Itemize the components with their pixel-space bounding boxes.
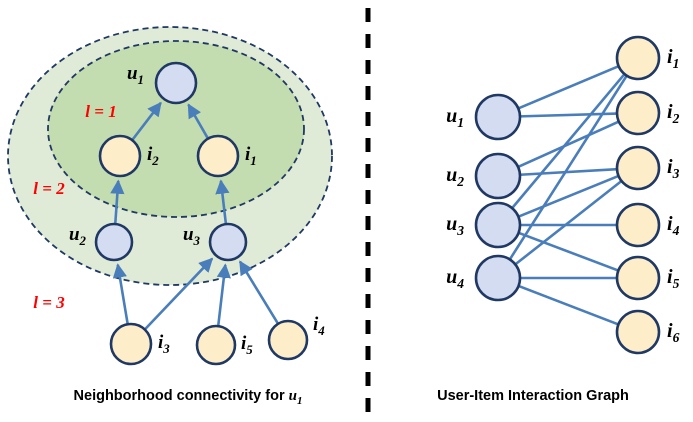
user-node-circle[interactable] — [474, 254, 522, 302]
right-edge-layer — [508, 64, 628, 326]
user-node-u3[interactable]: u3 — [446, 201, 522, 249]
svg-text:User-Item Interaction Graph: User-Item Interaction Graph — [437, 388, 629, 404]
item-node-circle[interactable] — [615, 145, 661, 191]
svg-text:l = 2: l = 2 — [33, 179, 65, 198]
item-node-circle[interactable] — [196, 134, 240, 178]
caption-left: Neighborhood connectivity for u1 — [74, 388, 303, 407]
user-node-u2[interactable]: u2 — [446, 152, 522, 200]
user-node-circle[interactable] — [208, 222, 248, 262]
user-node-u1[interactable]: u1 — [446, 93, 522, 141]
user-node-circle[interactable] — [94, 222, 134, 262]
item-node-circle[interactable] — [615, 90, 661, 136]
node-u3[interactable]: u3 — [183, 222, 248, 262]
edge-u1-i1 — [517, 64, 620, 110]
edge-i3-u3 — [143, 257, 214, 331]
edge-u3-i1 — [511, 73, 626, 209]
edge-i5-u3 — [216, 263, 231, 327]
layer-label-l-2: l = 2 — [33, 179, 65, 198]
edge-u3-i5 — [518, 231, 619, 272]
user-node-circle[interactable] — [474, 93, 522, 141]
user-node-u4[interactable]: u4 — [446, 254, 522, 302]
edge-u3-i3 — [517, 174, 620, 218]
item-node-circle[interactable] — [615, 255, 661, 301]
svg-text:i1: i1 — [245, 144, 257, 168]
user-node-circle[interactable] — [474, 201, 522, 249]
item-node-circle[interactable] — [615, 309, 661, 355]
item-node-i5[interactable]: i5 — [615, 255, 680, 301]
svg-text:Neighborhood connectivity for: Neighborhood connectivity for u1 — [74, 388, 303, 407]
layer-label-l-3: l = 3 — [33, 293, 65, 312]
edge-u2-i2 — [110, 179, 125, 225]
edge-u2-i2 — [517, 120, 620, 169]
edge-u4-i6 — [518, 284, 619, 326]
node-i1[interactable]: i1 — [196, 134, 257, 178]
layer-label-l-1: l = 1 — [85, 102, 116, 121]
item-node-circle[interactable] — [109, 322, 153, 366]
item-node-circle[interactable] — [267, 319, 309, 361]
edge-i2-u1 — [131, 101, 162, 141]
edge-u2-i3 — [519, 167, 618, 177]
svg-text:l = 3: l = 3 — [33, 293, 65, 312]
node-u1[interactable]: u1 — [127, 61, 198, 105]
node-label-i1: i1 — [245, 144, 257, 168]
item-node-circle[interactable] — [615, 35, 661, 81]
item-node-circle[interactable] — [98, 134, 142, 178]
item-node-circle[interactable] — [615, 202, 661, 248]
edge-u4-i1 — [508, 75, 628, 261]
left-edge-layer — [110, 101, 280, 331]
user-node-circle[interactable] — [154, 61, 198, 105]
node-i3[interactable]: i3 — [109, 322, 170, 366]
edge-u4-i3 — [514, 179, 623, 266]
edge-u3-i1 — [215, 179, 230, 225]
item-node-i6[interactable]: i6 — [615, 309, 680, 355]
item-node-circle[interactable] — [195, 324, 237, 366]
item-node-i4[interactable]: i4 — [615, 202, 680, 248]
edge-i3-u2 — [112, 263, 129, 325]
svg-text:l = 1: l = 1 — [85, 102, 116, 121]
edge-i1-u1 — [187, 103, 210, 140]
caption-right: User-Item Interaction Graph — [437, 388, 629, 404]
user-node-circle[interactable] — [474, 152, 522, 200]
edge-i4-u3 — [238, 260, 280, 325]
node-i5[interactable]: i5 — [195, 324, 253, 366]
